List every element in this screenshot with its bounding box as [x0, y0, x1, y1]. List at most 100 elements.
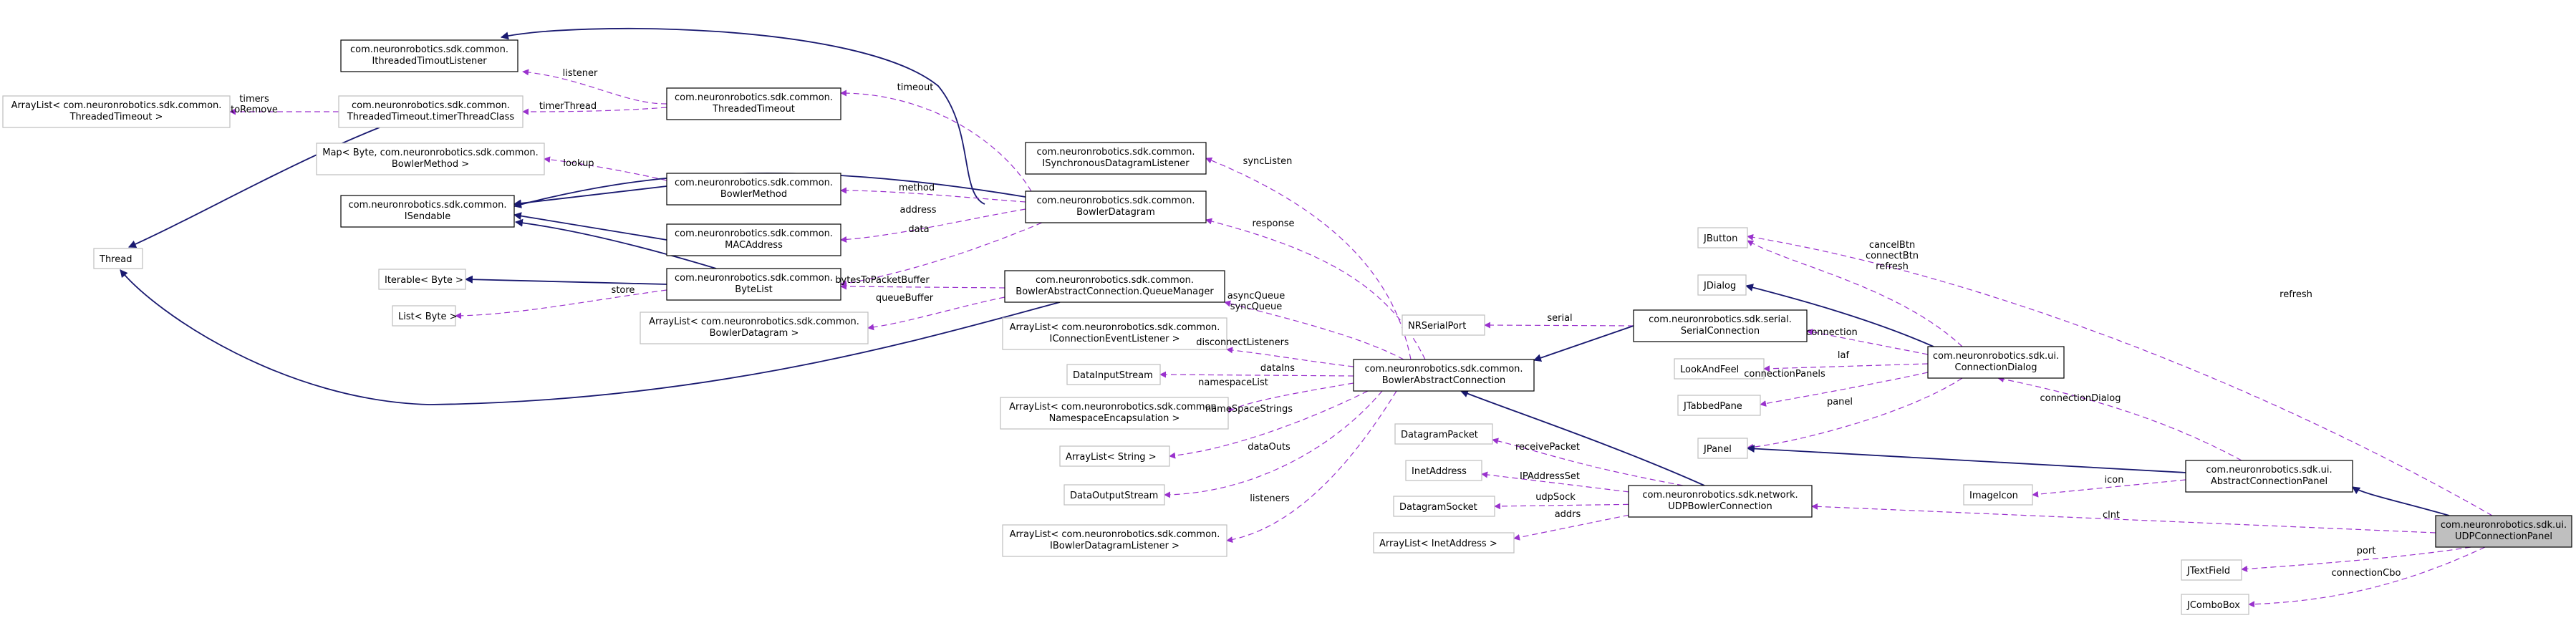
class-node-box	[2181, 559, 2242, 581]
class-node-box	[640, 312, 869, 344]
class-node-label: com.neuronrobotics.sdk.ui.	[2206, 465, 2332, 475]
class-node-label: com.neuronrobotics.sdk.common.	[675, 273, 833, 284]
class-node-box	[2435, 515, 2572, 548]
class-node-label: AbstractConnectionPanel	[2211, 476, 2327, 487]
class-node-label: com.neuronrobotics.sdk.common.	[1036, 147, 1195, 158]
class-node-connection-dialog[interactable]: com.neuronrobotics.sdk.ui.ConnectionDial…	[1927, 346, 2065, 379]
class-node-label: ByteList	[735, 284, 772, 295]
edge-label-udp-sock: udpSock	[1535, 492, 1576, 503]
class-node-box	[93, 248, 143, 269]
class-node-conn-event-list: ArrayList< com.neuronrobotics.sdk.common…	[1002, 317, 1227, 350]
class-node-box	[1402, 314, 1485, 336]
class-node-label: ArrayList< String >	[1066, 452, 1157, 463]
edge-label-icon: icon	[2105, 475, 2124, 486]
class-node-label: BowlerMethod	[720, 189, 787, 200]
class-node-box	[1633, 309, 1808, 342]
edge-label-data: data	[908, 224, 929, 235]
class-node-abstract-panel[interactable]: com.neuronrobotics.sdk.ui.AbstractConnec…	[2185, 460, 2353, 493]
class-node-label: SerialConnection	[1681, 326, 1760, 337]
class-node-box	[1002, 317, 1227, 350]
edge-label-store: store	[612, 285, 635, 296]
class-node-box	[340, 195, 515, 228]
class-node-box	[1393, 496, 1495, 517]
class-node-label: DataOutputStream	[1070, 491, 1158, 501]
class-node-label: MACAddress	[725, 240, 783, 251]
class-node-label: BowlerDatagram	[1076, 207, 1155, 218]
class-node-label: com.neuronrobotics.sdk.network.	[1642, 490, 1798, 501]
class-node-label: JButton	[1703, 233, 1737, 244]
usage-edge-30	[1492, 438, 1684, 486]
edge-label-serial: serial	[1547, 313, 1572, 324]
class-node-label: JTextField	[2186, 566, 2230, 576]
class-node-jdialog: JDialog	[1697, 274, 1747, 296]
inheritance-edge-10	[514, 218, 717, 269]
class-node-box	[1628, 485, 1813, 518]
class-node-udp-connection[interactable]: com.neuronrobotics.sdk.network.UDPBowler…	[1628, 485, 1813, 518]
class-node-abstract-connection[interactable]: com.neuronrobotics.sdk.common.BowlerAbst…	[1353, 359, 1535, 392]
edge-label-laf: laf	[1838, 350, 1850, 361]
class-node-box	[1059, 445, 1170, 467]
class-node-label: com.neuronrobotics.sdk.common.	[348, 200, 506, 211]
usage-edge-48	[2248, 546, 2486, 608]
inheritance-edge-14	[464, 275, 667, 285]
class-node-label: ThreadedTimeout.timerThreadClass	[347, 112, 515, 122]
edge-label-timer-thread: timerThread	[539, 101, 597, 112]
class-node-label: NRSerialPort	[1408, 321, 1466, 332]
class-node-bytelist[interactable]: com.neuronrobotics.sdk.common.ByteList	[666, 268, 841, 301]
class-node-label: com.neuronrobotics.sdk.common.	[1364, 364, 1523, 375]
class-node-data-input: DataInputStream	[1066, 364, 1161, 385]
class-node-threaded-timeout[interactable]: com.neuronrobotics.sdk.common.ThreadedTi…	[666, 87, 841, 120]
class-node-label: IConnectionEventListener >	[1050, 334, 1180, 344]
class-node-box	[1353, 359, 1535, 392]
edge-label-receive-packet: receivePacket	[1515, 442, 1580, 453]
class-node-isendable[interactable]: com.neuronrobotics.sdk.common.ISendable	[340, 195, 515, 228]
class-node-label: ISendable	[405, 211, 450, 222]
class-node-label: com.neuronrobotics.sdk.ui.	[2441, 520, 2567, 531]
class-node-label: com.neuronrobotics.sdk.serial.	[1649, 314, 1792, 325]
class-node-label: com.neuronrobotics.sdk.common.	[1036, 275, 1194, 286]
class-node-bowler-method[interactable]: com.neuronrobotics.sdk.common.BowlerMeth…	[666, 173, 841, 206]
class-node-label: NamespaceEncapsulation >	[1049, 413, 1180, 424]
class-node-isync-listener[interactable]: com.neuronrobotics.sdk.common.ISynchrono…	[1025, 142, 1207, 175]
class-node-label: List< Byte >	[398, 312, 457, 322]
class-node-box	[1066, 364, 1161, 385]
class-node-label: LookAndFeel	[1680, 364, 1739, 375]
inheritance-edge-29	[1533, 325, 1634, 362]
class-node-box	[392, 305, 456, 327]
edge-label-port: port	[2357, 546, 2376, 556]
inheritance-edge-45	[2352, 486, 2450, 516]
class-node-nr-serial-port: NRSerialPort	[1402, 314, 1485, 336]
class-node-ns-list: ArrayList< com.neuronrobotics.sdk.common…	[1000, 397, 1229, 430]
usage-edge-32	[1494, 503, 1648, 510]
class-node-bowler-datagram[interactable]: com.neuronrobotics.sdk.common.BowlerData…	[1025, 190, 1207, 223]
class-node-box	[666, 223, 841, 256]
class-node-map: Map< Byte, com.neuronrobotics.sdk.common…	[316, 143, 545, 175]
class-node-label: ISynchronousDatagramListener	[1042, 158, 1190, 169]
inheritance-edge-37	[1745, 284, 1934, 347]
usage-edge-25	[1169, 390, 1369, 459]
class-node-jtabbed-pane: JTabbedPane	[1677, 395, 1761, 416]
class-node-thread: Thread	[93, 248, 143, 269]
inheritance-edge-8	[513, 212, 667, 241]
class-node-mac-address[interactable]: com.neuronrobotics.sdk.common.MACAddress	[666, 223, 841, 256]
usage-edge-41	[1747, 377, 1963, 450]
class-node-label: IBowlerDatagramListener >	[1050, 541, 1180, 551]
class-node-serial-connection[interactable]: com.neuronrobotics.sdk.serial.SerialConn…	[1633, 309, 1808, 342]
edge-label-sync-listen: syncListen	[1243, 156, 1293, 167]
usage-edge-2	[522, 107, 667, 115]
class-node-queue-manager[interactable]: com.neuronrobotics.sdk.common.BowlerAbst…	[1004, 270, 1225, 303]
inheritance-edge-0	[500, 27, 985, 205]
class-node-threaded-timout-listener[interactable]: com.neuronrobotics.sdk.common.IthreadedT…	[340, 39, 518, 72]
usage-edge-35	[1747, 240, 1963, 347]
edge-label-listeners: listeners	[1250, 493, 1290, 504]
class-node-box	[1063, 484, 1165, 506]
class-node-box	[2, 95, 231, 128]
class-node-udp-panel: com.neuronrobotics.sdk.ui.UDPConnectionP…	[2435, 515, 2572, 548]
usage-edge-6	[544, 156, 667, 181]
edge-label-ip-address-set: IPAddressSet	[1520, 471, 1580, 482]
class-node-label: IthreadedTimoutListener	[372, 56, 487, 67]
usage-edge-36	[1747, 233, 2493, 516]
